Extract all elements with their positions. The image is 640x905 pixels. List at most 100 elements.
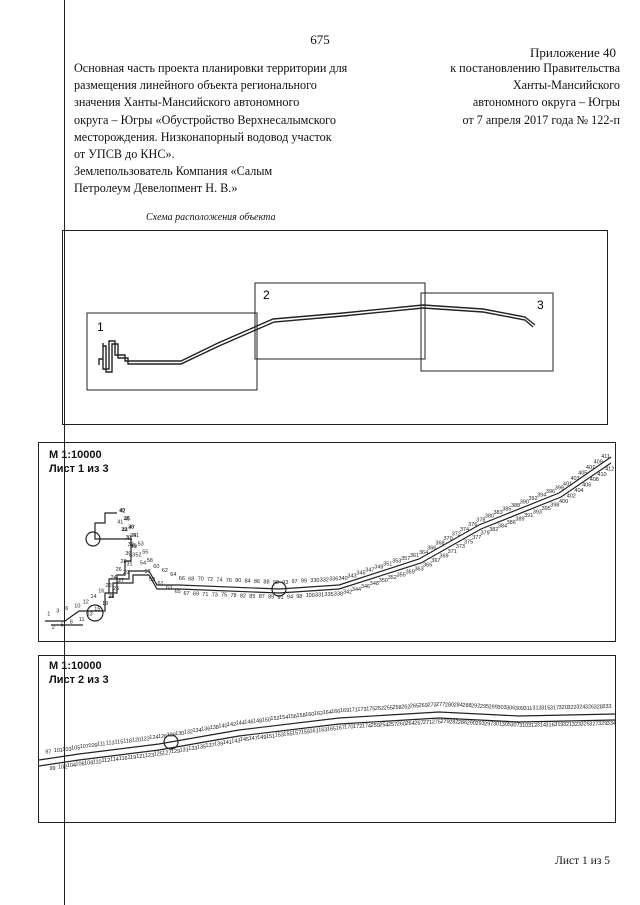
point-label: 141	[223, 740, 232, 746]
point-label: 391	[524, 513, 533, 519]
point-label: 395	[542, 506, 551, 512]
point-label: 169	[340, 708, 349, 714]
point-label: 107	[80, 744, 89, 750]
point-label: 6	[65, 606, 68, 612]
point-label: 311	[524, 706, 533, 712]
point-label: 98	[296, 594, 302, 600]
point-label: 394	[537, 493, 546, 499]
point-label: 312	[528, 723, 537, 729]
point-label: 124	[149, 735, 158, 741]
point-label: 316	[546, 722, 555, 728]
point-label: 94	[287, 595, 293, 601]
point-label: 333	[602, 704, 611, 710]
point-label: 38	[124, 516, 130, 522]
point-label: 51	[133, 533, 139, 539]
point-label: 374	[460, 527, 469, 533]
point-label: 112	[102, 758, 111, 764]
point-label: 28	[121, 559, 127, 565]
point-label: 406	[582, 483, 591, 489]
point-label: 269	[419, 703, 428, 709]
point-label: 323	[572, 722, 581, 728]
point-label: 99	[301, 579, 307, 585]
point-label: 82	[240, 593, 246, 599]
point-label: 378	[476, 518, 485, 524]
point-label: 3	[56, 609, 59, 615]
point-label: 411	[601, 454, 610, 460]
point-label: 93	[282, 580, 288, 586]
point-label: 25	[113, 586, 119, 592]
point-label: 128	[167, 733, 176, 739]
description-line: месторождения. Низконапорный водовод уча…	[74, 129, 332, 144]
point-label: 74	[216, 578, 222, 584]
point-label: 58	[147, 558, 153, 564]
point-label: 162	[314, 711, 323, 717]
point-label: 111	[97, 742, 105, 748]
point-label: 334	[607, 721, 615, 727]
point-label: 54	[140, 561, 146, 567]
point-label: 290	[467, 720, 476, 726]
point-label: 22	[106, 583, 112, 589]
point-label: 385	[502, 507, 511, 513]
point-label: 255	[384, 705, 393, 711]
point-label: 26	[116, 567, 122, 573]
point-label: 68	[188, 576, 194, 582]
point-label: 144	[236, 721, 245, 727]
point-label: 166	[331, 709, 340, 715]
point-label: 62	[162, 568, 168, 574]
point-label: 14	[91, 594, 97, 600]
point-label: 13	[87, 612, 93, 618]
point-label: 60	[153, 564, 159, 570]
point-label: 271	[423, 720, 432, 726]
point-label: 297	[484, 721, 493, 727]
description-line: Землепользователь Компания «Салым	[74, 164, 273, 179]
overview-label-1: 1	[97, 320, 104, 334]
point-label: 262	[401, 704, 410, 710]
point-label: 401	[563, 481, 572, 487]
point-label: 340	[339, 576, 348, 582]
point-label: 335	[324, 592, 333, 598]
point-label: 1	[47, 611, 50, 617]
point-label: 344	[352, 587, 361, 593]
point-label: 86	[254, 579, 260, 585]
point-label: 405	[578, 470, 587, 476]
point-label: 87	[259, 594, 265, 600]
point-label: 24	[111, 575, 117, 581]
description-line: от УПСВ до КНС».	[74, 147, 175, 162]
resolution-line: от 7 апреля 2017 года № 122-п	[462, 112, 620, 127]
point-label: 164	[323, 710, 332, 716]
point-label: 154	[279, 715, 288, 721]
point-label: 315	[541, 706, 550, 712]
point-label: 122	[141, 736, 150, 742]
point-label: 11	[79, 617, 85, 623]
point-label: 359	[406, 569, 415, 575]
point-label: 382	[489, 527, 498, 533]
point-label: 37	[126, 535, 132, 541]
overview-box-3	[420, 292, 554, 372]
point-label: 396	[546, 489, 555, 495]
point-label: 143	[231, 738, 240, 744]
point-label: 174	[362, 724, 371, 730]
overview-map: 1 2 3	[86, 282, 554, 391]
point-label: 134	[193, 728, 202, 734]
point-label: 370	[444, 536, 453, 542]
point-label: 147	[249, 736, 258, 742]
point-label: 65	[175, 589, 181, 595]
point-label: 119	[128, 755, 137, 761]
point-label: 301	[493, 722, 502, 728]
point-label: 165	[327, 727, 336, 733]
point-label: 292	[471, 704, 480, 710]
point-label: 348	[370, 581, 379, 587]
sheet-1-number: Лист 1 из 3	[49, 463, 109, 475]
sheet-1-marker-2	[85, 531, 101, 547]
point-label: 364	[419, 550, 428, 556]
point-label: 317	[550, 705, 559, 711]
point-label: 123	[145, 753, 154, 759]
point-label: 282	[449, 720, 458, 726]
point-label: 32	[128, 542, 134, 548]
schema-title: Схема расположения объекта	[146, 212, 276, 223]
point-label: 69	[193, 592, 199, 598]
point-label: 336	[329, 577, 338, 583]
point-label: 153	[275, 733, 284, 739]
point-label: 252	[375, 706, 384, 712]
point-label: 170	[344, 725, 353, 731]
